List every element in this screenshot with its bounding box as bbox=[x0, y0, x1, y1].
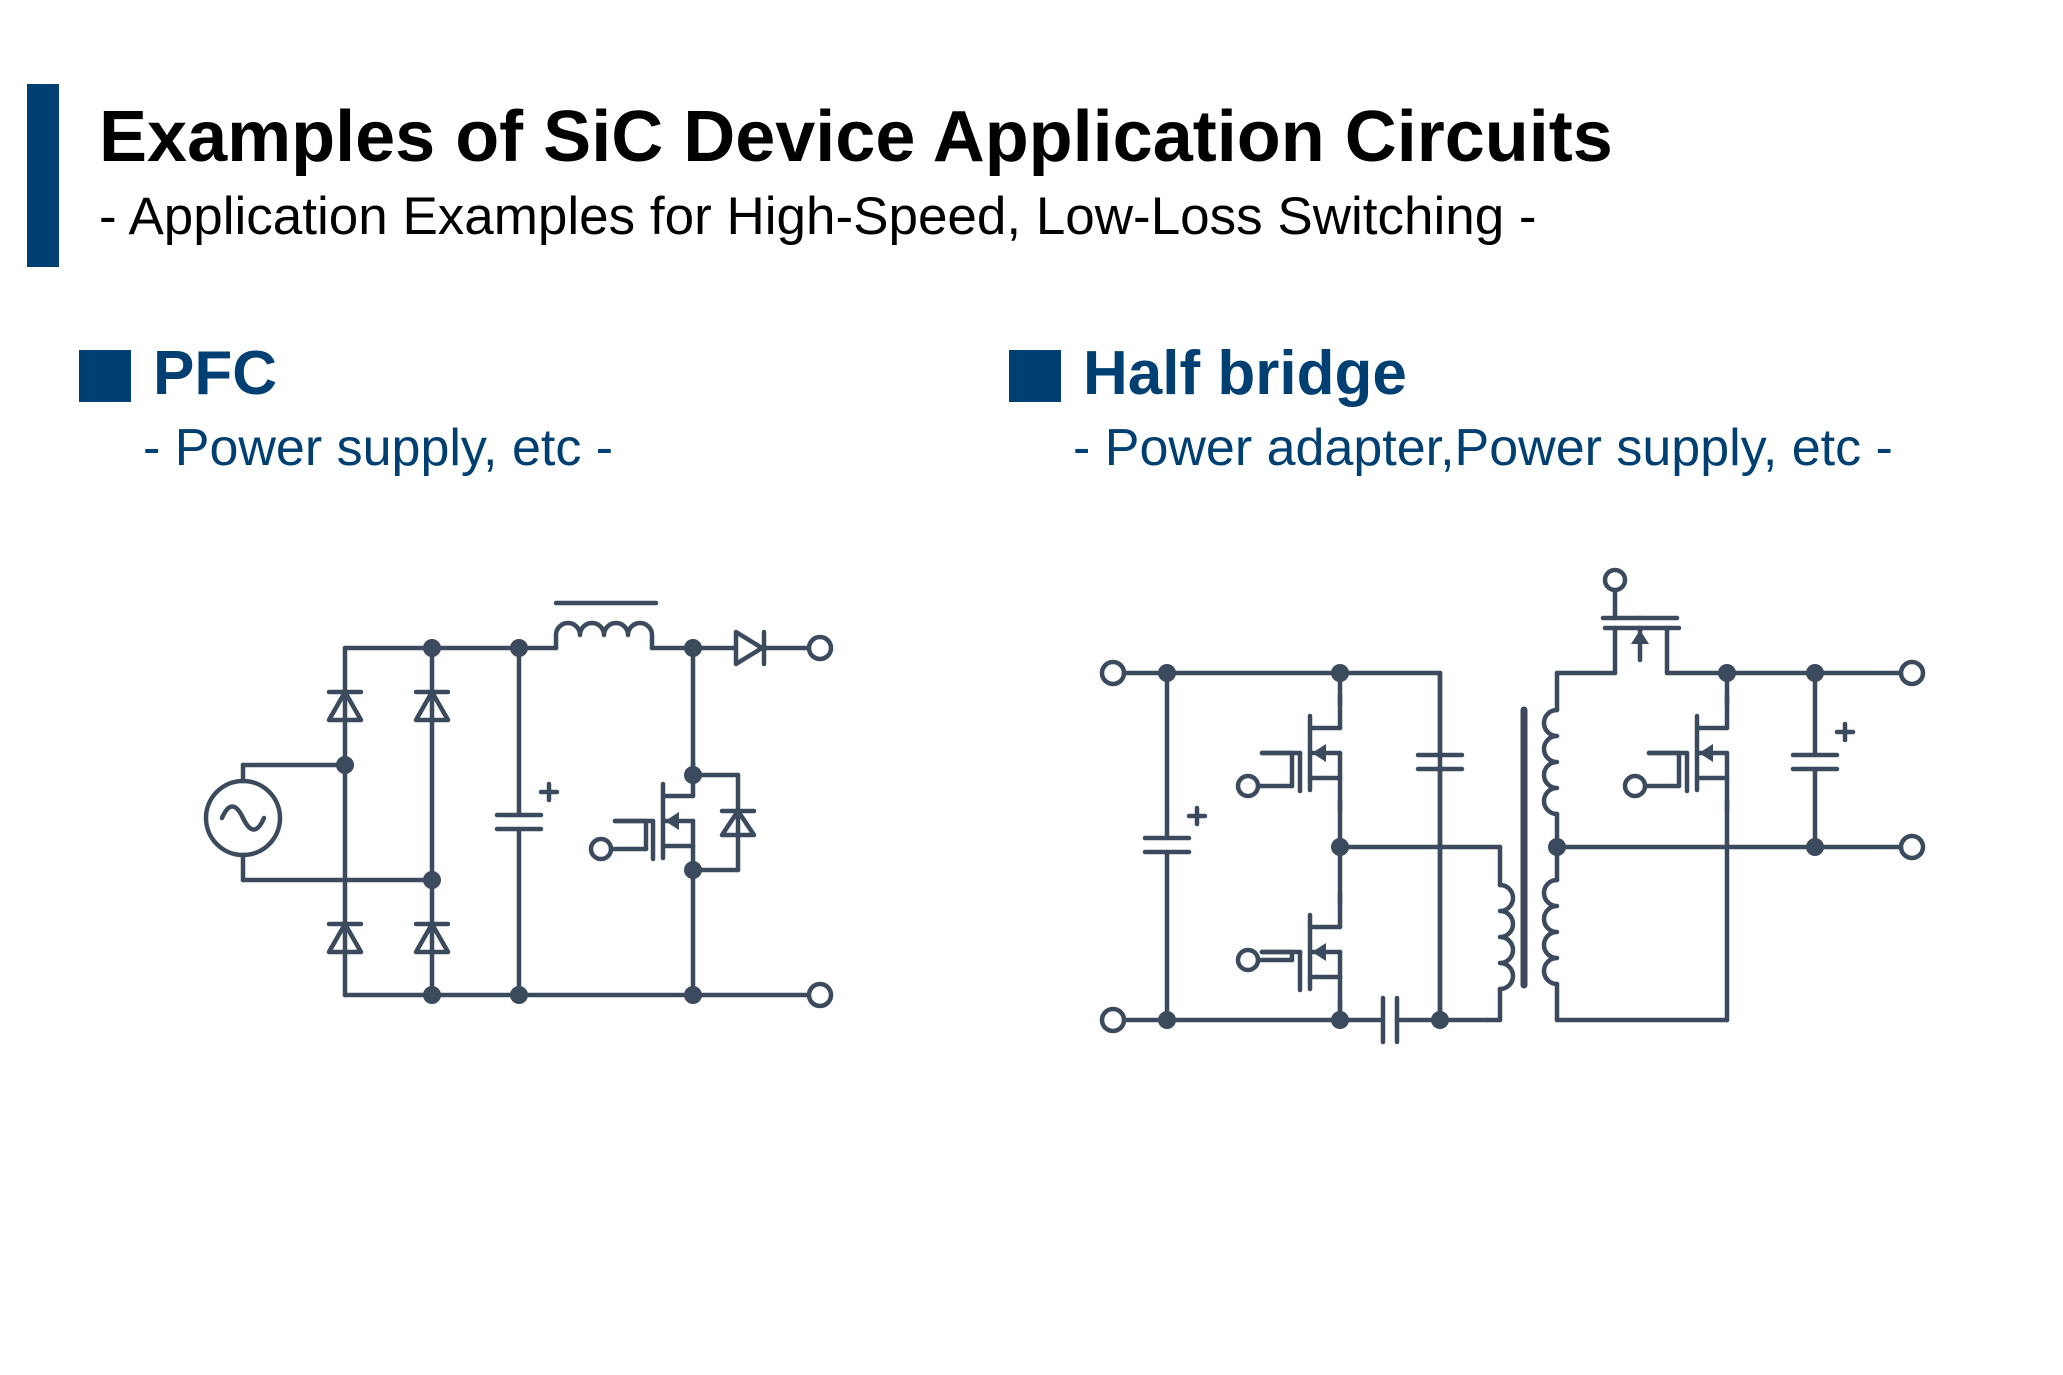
pfc-output-terminal-pos bbox=[806, 634, 834, 662]
pfc-section-title: PFC bbox=[153, 339, 277, 408]
pfc-gate-terminal bbox=[588, 836, 614, 862]
hb-low-side-gate-terminal bbox=[1235, 947, 1261, 973]
hb-blocking-capacitor bbox=[1380, 995, 1400, 1045]
page-title: Examples of SiC Device Application Circu… bbox=[99, 97, 1613, 177]
hb-secondary-gate-terminal bbox=[1622, 773, 1648, 799]
half-bridge-section-subtitle: - Power adapter,Power supply, etc - bbox=[1073, 419, 1893, 477]
bridge-diode-3 bbox=[326, 921, 364, 955]
hb-input-terminal-pos bbox=[1099, 659, 1127, 687]
hb-output-capacitor bbox=[1790, 670, 1856, 850]
half-bridge-circuit bbox=[1099, 567, 1926, 1045]
boost-inductor bbox=[553, 600, 659, 651]
hb-high-side-gate-terminal bbox=[1235, 773, 1261, 799]
half-bridge-bullet-square bbox=[1009, 350, 1061, 402]
hb-output-terminal-neg bbox=[1898, 833, 1926, 861]
pfc-circuit bbox=[203, 600, 834, 1009]
hb-transformer bbox=[1520, 706, 1560, 989]
hb-input-capacitor bbox=[1142, 670, 1208, 1023]
title-accent-bar bbox=[27, 84, 59, 267]
hb-resonant-inductor bbox=[1497, 882, 1516, 992]
bridge-diode-4 bbox=[413, 921, 451, 955]
pfc-section-subtitle: - Power supply, etc - bbox=[143, 419, 614, 477]
bridge-diode-2 bbox=[413, 689, 451, 723]
pfc-bullet-square bbox=[79, 350, 131, 402]
hb-output-terminal-pos bbox=[1898, 659, 1926, 687]
bridge-diode-1 bbox=[326, 689, 364, 723]
hb-input-terminal-neg bbox=[1099, 1006, 1127, 1034]
pfc-output-terminal-neg bbox=[806, 981, 834, 1009]
hb-secondary-top-gate-terminal bbox=[1602, 567, 1628, 593]
hb-secondary-top-mosfet bbox=[1600, 587, 1682, 676]
half-bridge-section-title: Half bridge bbox=[1083, 339, 1407, 408]
page-subtitle: - Application Examples for High-Speed, L… bbox=[99, 187, 1537, 246]
boost-diode bbox=[733, 629, 767, 667]
pfc-body-diode bbox=[719, 808, 757, 838]
pfc-bulk-capacitor bbox=[494, 645, 560, 998]
